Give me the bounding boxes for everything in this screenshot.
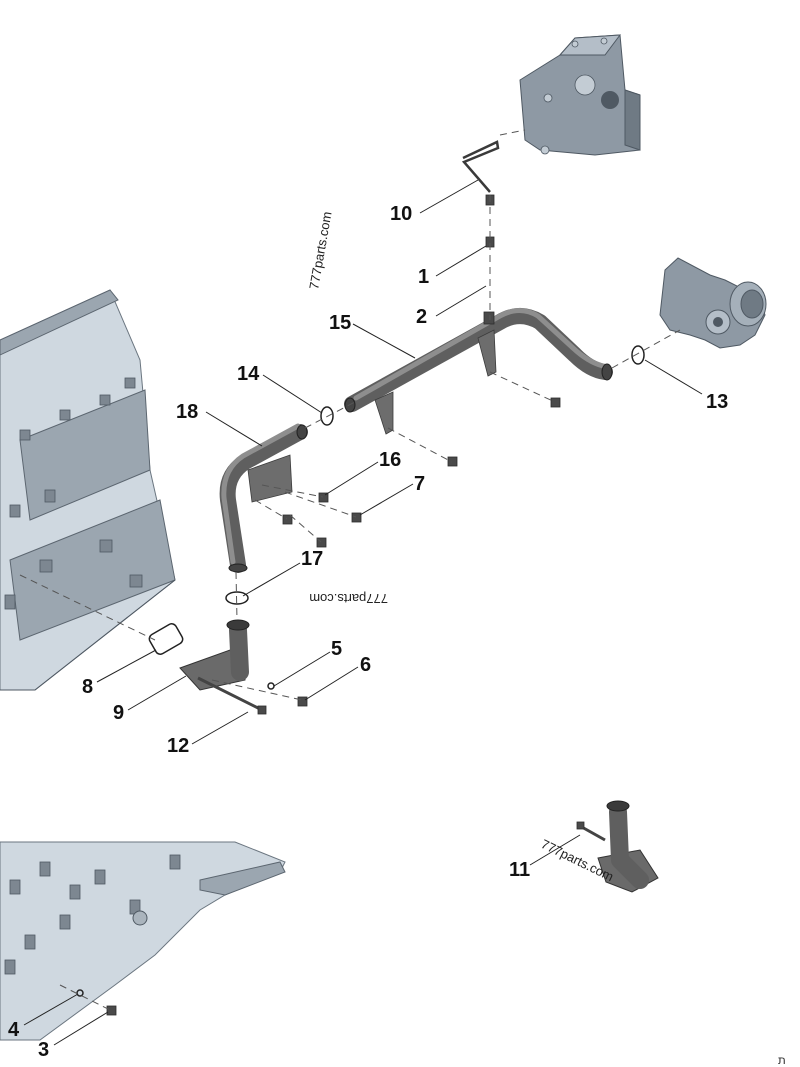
part-16-nut bbox=[318, 492, 329, 503]
part-14-o-ring bbox=[320, 406, 334, 426]
part-12-bolt bbox=[197, 676, 263, 712]
part-8-gasket bbox=[148, 623, 184, 655]
callout-17: 17 bbox=[301, 548, 323, 570]
fasteners bbox=[106, 194, 606, 1016]
part-6-nut bbox=[297, 696, 308, 707]
callout-14: 14 bbox=[237, 363, 260, 385]
callout-9: 9 bbox=[113, 702, 124, 724]
part-9-elbow-connector bbox=[179, 619, 250, 691]
callout-18: 18 bbox=[176, 401, 198, 423]
engine-block-upper bbox=[0, 289, 176, 691]
engine-block-lower bbox=[0, 841, 286, 1041]
fuel-pump-assembly bbox=[519, 34, 641, 156]
corner-mark: ת bbox=[778, 1053, 786, 1067]
callout-5: 5 bbox=[331, 638, 342, 660]
callout-16: 16 bbox=[379, 449, 401, 471]
callout-1: 1 bbox=[418, 266, 429, 288]
callout-4: 4 bbox=[8, 1019, 20, 1041]
part-3-nut bbox=[106, 1005, 117, 1016]
callout-labels: 10 1 2 15 14 18 13 16 7 17 5 6 8 9 12 11… bbox=[8, 203, 728, 1061]
callout-7: 7 bbox=[414, 473, 425, 495]
watermark-upside-down: 777parts.com bbox=[309, 591, 388, 606]
callout-6: 6 bbox=[360, 654, 371, 676]
assembly-lines bbox=[19, 129, 681, 1011]
part-18-elbow-pipe bbox=[219, 423, 308, 573]
part-15-coolant-pipe bbox=[344, 308, 613, 435]
callout-12: 12 bbox=[167, 735, 189, 757]
part-7-nut bbox=[351, 512, 362, 523]
callout-11: 11 bbox=[509, 859, 530, 881]
callout-15: 15 bbox=[329, 312, 351, 334]
part-5-washer bbox=[267, 682, 275, 690]
leader-lines bbox=[23, 179, 703, 1046]
callout-2: 2 bbox=[416, 306, 427, 328]
callout-13: 13 bbox=[706, 391, 728, 413]
water-pump-assembly bbox=[659, 257, 767, 349]
part-10-fuel-line bbox=[461, 140, 500, 193]
o-rings bbox=[76, 345, 645, 997]
watermark-vertical: 777parts.com bbox=[306, 210, 334, 290]
callout-10: 10 bbox=[390, 203, 412, 225]
part-13-o-ring bbox=[631, 345, 645, 365]
callout-3: 3 bbox=[38, 1039, 49, 1061]
part-17-o-ring bbox=[225, 591, 249, 605]
callout-8: 8 bbox=[82, 676, 93, 698]
part-11-elbow-detail bbox=[597, 800, 659, 893]
watermarks: 777parts.com 777parts.com 777parts.com bbox=[306, 210, 616, 884]
